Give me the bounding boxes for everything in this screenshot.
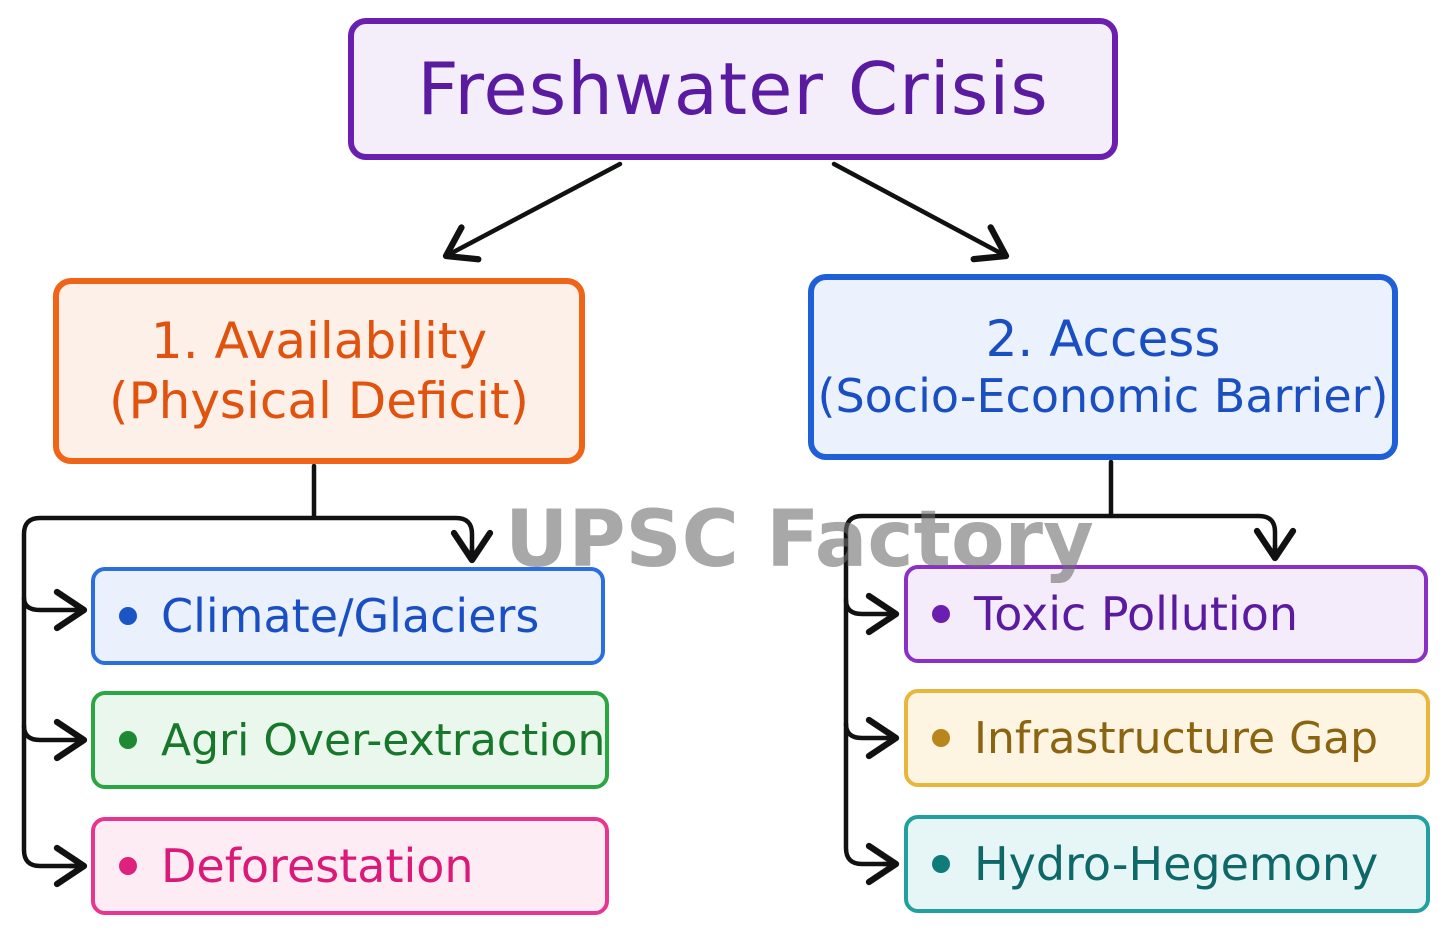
leaf-agri-over-extraction: Agri Over-extraction (91, 691, 609, 789)
leaf-hydro-hegemony: Hydro-Hegemony (904, 815, 1430, 913)
leaf-label: Hydro-Hegemony (974, 837, 1379, 891)
leaf-toxic-pollution: Toxic Pollution (904, 565, 1428, 663)
arrow-to-availability (442, 161, 623, 263)
watermark: UPSC Factory (505, 495, 1094, 585)
leaf-infrastructure-gap: Infrastructure Gap (904, 689, 1430, 787)
arrow-to-infrastructure (843, 716, 900, 760)
access-bracket (843, 513, 1278, 867)
bullet-icon (932, 605, 950, 623)
leaf-label: Agri Over-extraction (161, 714, 606, 766)
access-heading: 2. Access (985, 310, 1221, 369)
bullet-icon (932, 855, 950, 873)
arrow-to-agri (21, 718, 88, 762)
access-box: 2. Access (Socio-Economic Barrier) (808, 274, 1398, 460)
availability-subheading: (Physical Deficit) (108, 372, 530, 430)
arrow-to-climate (21, 588, 88, 632)
leaf-climate-glaciers: Climate/Glaciers (91, 567, 605, 665)
bullet-icon (932, 729, 950, 747)
leaf-deforestation: Deforestation (91, 817, 609, 915)
leaf-label: Toxic Pollution (974, 587, 1298, 641)
availability-bracket (21, 515, 475, 869)
arrow-to-access (831, 161, 1010, 263)
leaf-label: Infrastructure Gap (974, 712, 1379, 764)
access-subheading: (Socio-Economic Barrier) (817, 369, 1389, 424)
leaf-label: Deforestation (161, 839, 474, 893)
arrow-to-toxic (843, 592, 900, 636)
availability-box: 1. Availability (Physical Deficit) (53, 278, 585, 464)
title-box: Freshwater Crisis (348, 18, 1118, 160)
availability-heading: 1. Availability (150, 312, 488, 370)
bullet-icon (119, 607, 137, 625)
bullet-icon (119, 731, 137, 749)
diagram-title: Freshwater Crisis (417, 47, 1049, 131)
bullet-icon (119, 857, 137, 875)
leaf-label: Climate/Glaciers (161, 589, 540, 643)
